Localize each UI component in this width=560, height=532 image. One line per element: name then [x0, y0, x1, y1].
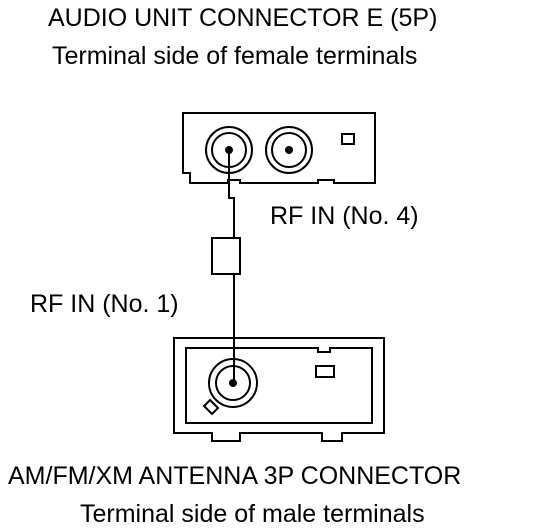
bottom-connector-title: AM/FM/XM ANTENNA 3P CONNECTOR: [8, 462, 462, 490]
rf-in-no4-label: RF IN (No. 4): [270, 202, 419, 230]
audio-unit-connector-shape: [182, 112, 376, 184]
rf-in-no1-label: RF IN (No. 1): [30, 290, 179, 318]
rf-wire: [211, 150, 241, 381]
top-connector-subtitle: Terminal side of female terminals: [52, 42, 418, 70]
bottom-connector-subtitle: Terminal side of male terminals: [80, 500, 425, 528]
antenna-connector-shape: [173, 337, 385, 442]
top-connector-title: AUDIO UNIT CONNECTOR E (5P): [48, 4, 438, 32]
bottom-terminal-no1: [202, 358, 258, 416]
top-terminal-unused: [265, 126, 313, 174]
